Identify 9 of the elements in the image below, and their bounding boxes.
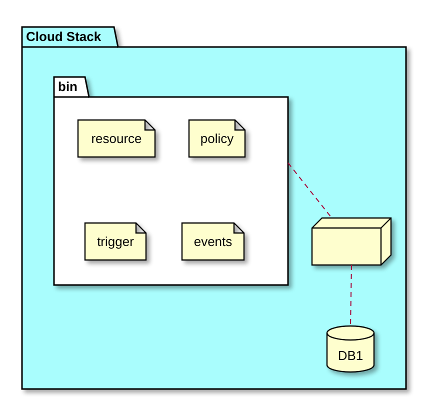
package-title: Cloud Stack	[26, 29, 102, 45]
node-label: resource	[91, 130, 142, 148]
node-label: trigger	[97, 232, 134, 251]
node-label: events	[194, 232, 232, 251]
node-label: policy	[200, 130, 234, 148]
dashed-connector	[288, 162, 332, 218]
package-title: bin	[58, 79, 78, 95]
node-label: DB1	[338, 347, 364, 366]
dashed-connector	[350, 264, 352, 326]
